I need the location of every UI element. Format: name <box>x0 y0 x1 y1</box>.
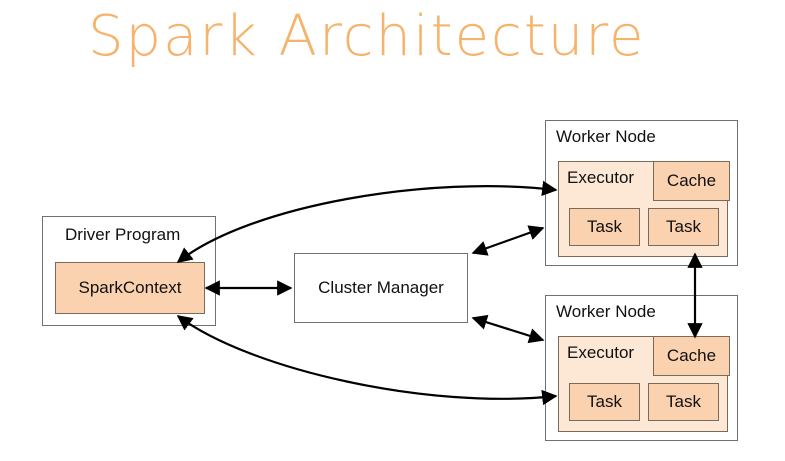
task-box: Task <box>648 208 719 246</box>
worker-node-box: Worker Node Executor Cache Task Task <box>545 295 738 441</box>
driver-worker2-arrow <box>176 315 558 406</box>
driver-program-label: Driver Program <box>65 225 181 244</box>
task-box: Task <box>569 383 640 421</box>
cluster-worker2-arrow <box>471 314 545 344</box>
diagram-title: Spark Architecture <box>88 4 646 69</box>
task-box: Task <box>569 208 640 246</box>
worker-node-label: Worker Node <box>556 302 656 321</box>
executor-box: Executor Cache Task Task <box>558 161 730 257</box>
worker-node-label: Worker Node <box>556 127 656 146</box>
cache-box: Cache <box>653 336 730 376</box>
executor-label: Executor <box>567 168 635 187</box>
executor-box: Executor Cache Task Task <box>558 336 730 432</box>
executor-label: Executor <box>567 343 635 362</box>
cache-box: Cache <box>653 161 730 201</box>
task-box: Task <box>648 383 719 421</box>
cluster-worker1-arrow <box>471 225 545 256</box>
driver-worker1-arrow <box>176 180 558 263</box>
worker-node-box: Worker Node Executor Cache Task Task <box>545 120 738 266</box>
